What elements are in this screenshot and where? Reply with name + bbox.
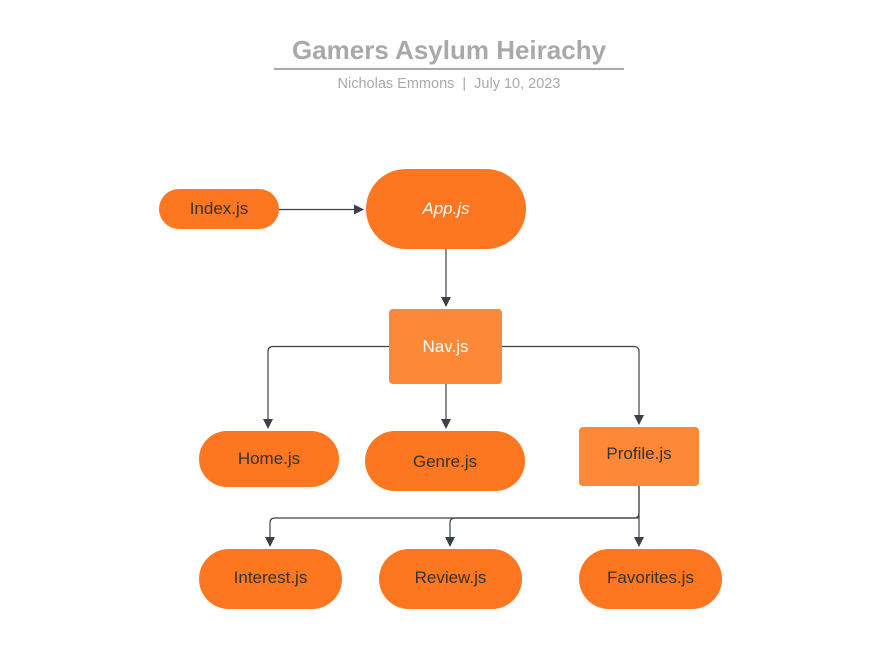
author-name: Nicholas Emmons: [337, 76, 455, 92]
node-nav-js: Nav.js: [389, 309, 502, 384]
node-favorites-js: Favorites.js: [579, 549, 722, 609]
edge-nav-to-home: [263, 345, 389, 429]
title-underline: [274, 68, 624, 70]
node-genre-js: Genre.js: [365, 431, 525, 491]
subtitle-separator: |: [462, 76, 467, 92]
diagram-date: July 10, 2023: [474, 76, 561, 92]
node-home-js: Home.js: [199, 431, 339, 487]
node-profile-js-label: Profile.js: [606, 443, 672, 463]
node-index-js-label: Index.js: [189, 199, 249, 218]
node-app-js-label: App.js: [422, 199, 470, 218]
diagram-subtitle: Nicholas Emmons | July 10, 2023: [0, 75, 878, 93]
node-interest-js-label: Interest.js: [233, 568, 308, 587]
node-app-js: App.js: [366, 169, 526, 249]
node-index-js: Index.js: [159, 189, 279, 229]
edge-nav-to-profile: [502, 345, 644, 425]
node-review-js-label: Review.js: [414, 568, 487, 587]
node-home-js-label: Home.js: [237, 449, 301, 468]
node-interest-js: Interest.js: [199, 549, 342, 609]
node-nav-js-label: Nav.js: [422, 336, 469, 356]
edge-profile-to-review: [445, 517, 639, 547]
node-favorites-js-label: Favorites.js: [607, 568, 694, 587]
node-review-js: Review.js: [379, 549, 522, 609]
node-genre-js-label: Genre.js: [412, 452, 478, 471]
node-profile-js: Profile.js: [579, 427, 699, 486]
edge-profile-to-interest: [265, 486, 640, 547]
diagram-title: Gamers Asylum Heirachy: [291, 35, 607, 65]
